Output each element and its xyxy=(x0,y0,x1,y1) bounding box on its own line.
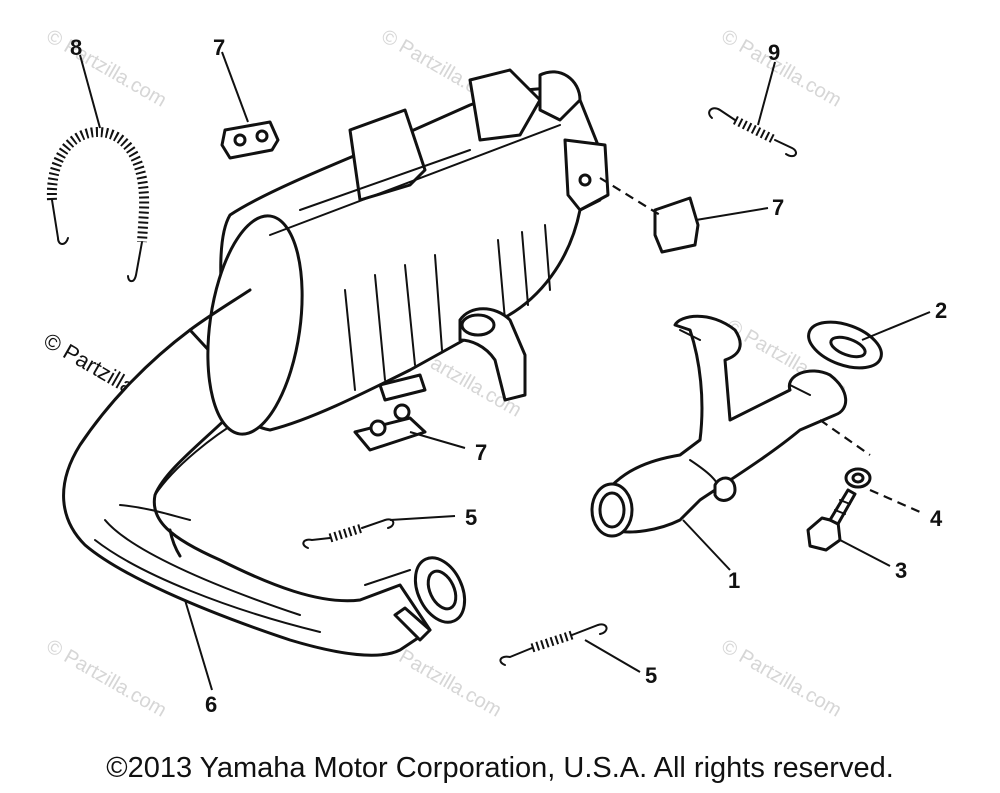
spring-part-5-lower xyxy=(499,623,608,666)
callout-8: 8 xyxy=(70,35,82,60)
watermark: © Partzilla.com xyxy=(43,25,171,111)
watermark: © Partzilla.com xyxy=(43,635,171,721)
callout-4: 4 xyxy=(930,506,943,531)
exhaust-pipe-part-6 xyxy=(62,328,467,657)
damper-part-7-bottom xyxy=(353,403,427,452)
callout-2: 2 xyxy=(935,298,947,323)
assembly-dashed-lines xyxy=(599,177,921,514)
callout-5-upper: 5 xyxy=(465,505,477,530)
callout-9: 9 xyxy=(768,40,780,65)
muffler-assembly xyxy=(188,68,610,436)
spring-part-5-upper xyxy=(302,518,395,549)
spring-part-9 xyxy=(708,107,797,158)
watermark: © Partzilla.com xyxy=(718,635,846,721)
callout-1: 1 xyxy=(728,568,740,593)
callouts: 8 7 9 7 2 7 5 4 3 1 5 6 xyxy=(70,35,947,717)
y-joint-pipe-part-1 xyxy=(590,314,848,538)
callout-7-top: 7 xyxy=(213,35,225,60)
callout-5-lower: 5 xyxy=(645,663,657,688)
damper-part-7-top xyxy=(220,120,280,160)
callout-3: 3 xyxy=(895,558,907,583)
damper-part-7-right xyxy=(653,196,700,254)
callout-7-bottom: 7 xyxy=(475,440,487,465)
bolt-part-3 xyxy=(806,488,857,552)
callout-6: 6 xyxy=(205,692,217,717)
spring-part-8 xyxy=(46,126,150,283)
leader-lines xyxy=(79,51,931,691)
copyright-notice: ©2013 Yamaha Motor Corporation, U.S.A. A… xyxy=(106,752,894,784)
watermark: © Partzilla.com xyxy=(718,25,846,111)
nut-part-4 xyxy=(844,467,872,489)
gasket-part-2 xyxy=(807,320,883,370)
callout-7-right: 7 xyxy=(772,195,784,220)
